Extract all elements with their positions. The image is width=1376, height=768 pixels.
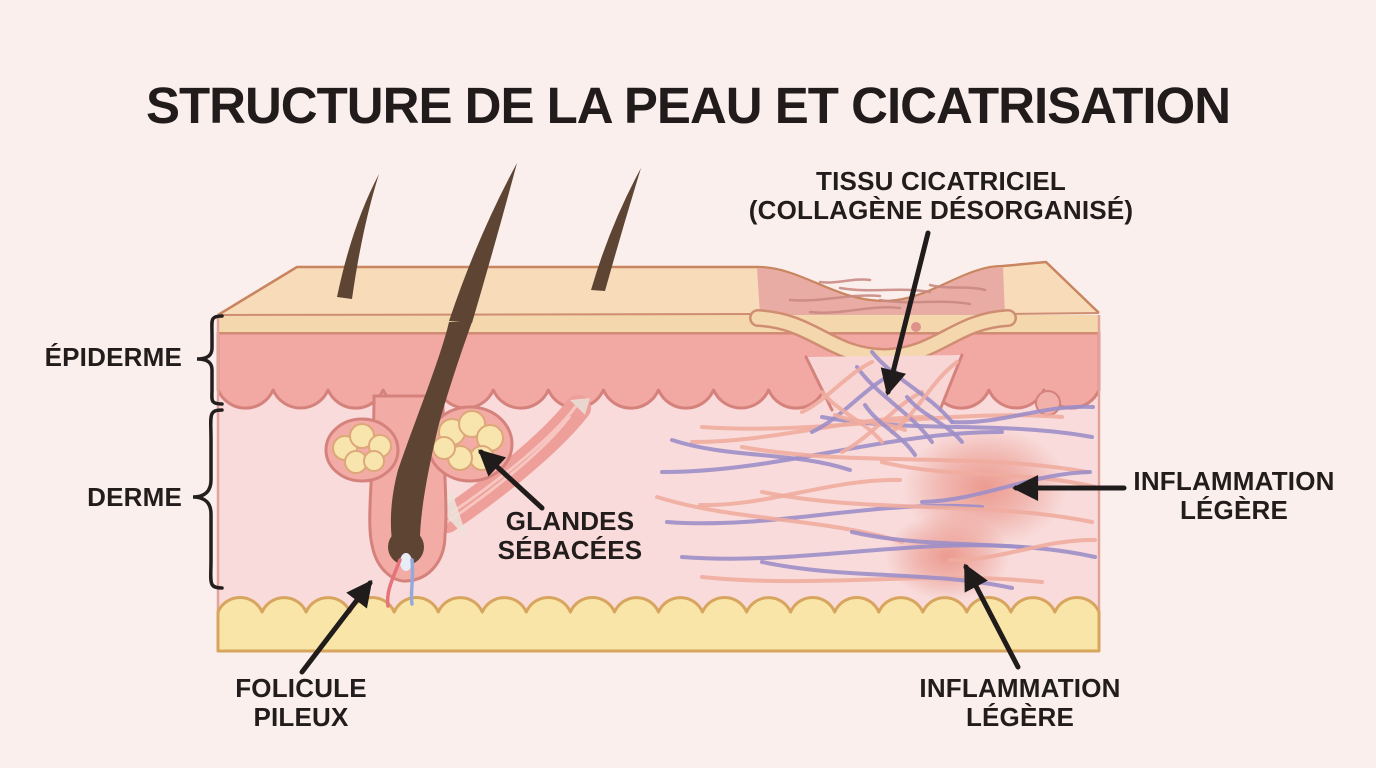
- brace-derme: [192, 408, 224, 590]
- label-infl-right-line2: LÉGÈRE: [1179, 495, 1289, 526]
- label-inflammation-bottom: INFLAMMATION LÉGÈRE: [900, 673, 1140, 733]
- dermal-papilla: [400, 553, 412, 571]
- block-side-edges: [216, 315, 1101, 651]
- label-tissu-line1: TISSU CICATRICIEL: [816, 166, 1066, 196]
- label-tissu-line2: (COLLAGÈNE DÉSORGANISÉ): [748, 195, 1134, 226]
- label-infl-bottom-line2: LÉGÈRE: [965, 702, 1075, 733]
- hair-follicle-complex: [324, 322, 591, 608]
- label-epiderme: ÉPIDERME: [30, 342, 182, 372]
- layer-braces: [192, 314, 224, 590]
- label-glandes-sebacees: GLANDES SÉBACÉES: [470, 506, 670, 566]
- label-infl-bottom-line1: INFLAMMATION: [919, 673, 1121, 703]
- collagen-fibers: [655, 350, 1097, 590]
- page-title: STRUCTURE DE LA PEAU ET CICATRISATION: [145, 77, 1231, 135]
- label-glandes-line1: GLANDES: [505, 506, 635, 536]
- sebaceous-glands: [324, 405, 514, 483]
- blood-vessels: [385, 558, 415, 608]
- label-epiderme-text: ÉPIDERME: [44, 342, 182, 372]
- brace-epiderme: [196, 314, 224, 406]
- label-derme-text: DERME: [87, 482, 182, 512]
- arrow-inflammation-bottom: [963, 563, 1021, 670]
- arrow-glandes-sebacees: [478, 449, 545, 511]
- label-folicule-line2: PILEUX: [253, 702, 349, 733]
- arrow-tissu-cicatriciel: [880, 230, 931, 396]
- hair-shafts: [337, 163, 641, 323]
- label-tissu-cicatriciel: TISSU CICATRICIEL (COLLAGÈNE DÉSORGANISÉ…: [741, 166, 1141, 226]
- hair-shaft-left: [337, 174, 379, 299]
- label-folicule-line1: FOLICULE: [235, 673, 367, 703]
- label-derme: DERME: [30, 482, 182, 512]
- hair-shaft-center: [449, 163, 517, 323]
- annotation-arrows: [299, 230, 1127, 675]
- hair-shaft-right: [591, 168, 641, 291]
- arrow-folicule-pileux: [299, 579, 373, 675]
- label-infl-right-line1: INFLAMMATION: [1133, 466, 1335, 496]
- label-folicule-pileux: FOLICULE PILEUX: [201, 673, 401, 733]
- hair-shaft-in-follicle: [388, 322, 472, 571]
- label-inflammation-right: INFLAMMATION LÉGÈRE: [1114, 466, 1354, 526]
- label-glandes-line2: SÉBACÉES: [497, 535, 643, 566]
